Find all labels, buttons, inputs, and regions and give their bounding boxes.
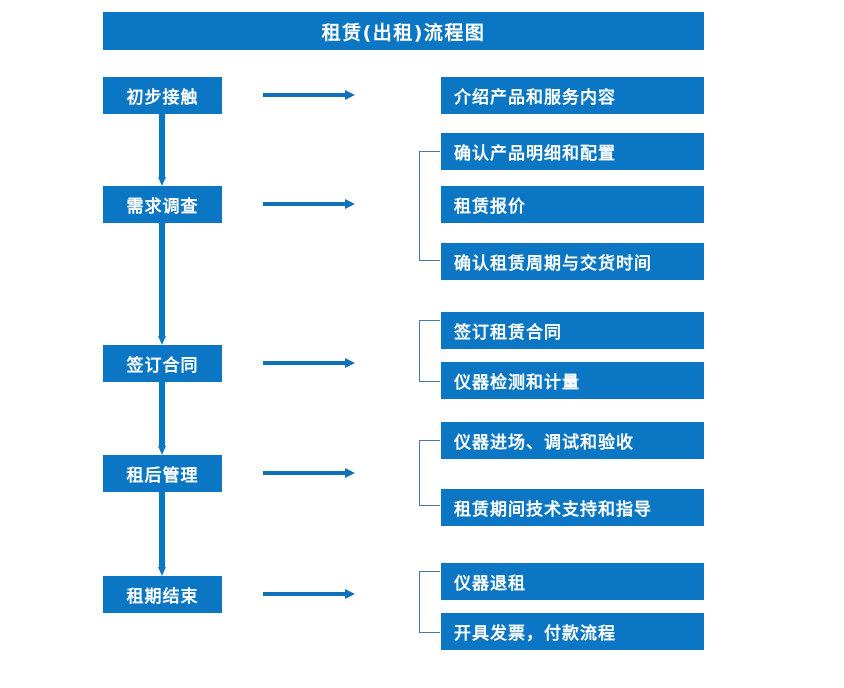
stage-box-requirement-survey[interactable]: 需求调查 bbox=[103, 186, 222, 223]
arrow-shaft bbox=[263, 361, 346, 365]
arrow-stage5-to-details bbox=[263, 589, 355, 599]
arrow-shaft bbox=[159, 492, 165, 567]
arrow-stage1-to-details bbox=[263, 90, 355, 100]
arrow-stage3-to-details bbox=[263, 358, 355, 368]
connector-arrow-stage3-stage4 bbox=[158, 382, 166, 455]
connector-arrow-stage1-stage2 bbox=[158, 114, 166, 186]
detail-box-invoice-payment-process[interactable]: 开具发票，付款流程 bbox=[441, 613, 704, 650]
arrow-head-icon bbox=[158, 446, 166, 455]
arrow-head-icon bbox=[158, 336, 166, 345]
arrow-shaft bbox=[263, 592, 346, 596]
connector-arrow-stage2-stage3 bbox=[158, 223, 166, 345]
detail-box-confirm-rental-period-delivery[interactable]: 确认租赁周期与交货时间 bbox=[441, 243, 704, 280]
arrow-head-icon bbox=[158, 177, 166, 186]
arrow-stage4-to-details bbox=[263, 468, 355, 478]
detail-box-instrument-return[interactable]: 仪器退租 bbox=[441, 563, 704, 600]
connector-arrow-stage4-stage5 bbox=[158, 492, 166, 576]
stage-box-initial-contact[interactable]: 初步接触 bbox=[103, 77, 222, 114]
arrow-shaft bbox=[263, 93, 346, 97]
arrow-head-icon bbox=[345, 589, 355, 599]
arrow-head-icon bbox=[345, 90, 355, 100]
detail-box-confirm-product-details-config[interactable]: 确认产品明细和配置 bbox=[441, 133, 704, 170]
detail-box-rental-quotation[interactable]: 租赁报价 bbox=[441, 186, 704, 223]
stage-box-post-rental-management[interactable]: 租后管理 bbox=[103, 455, 222, 492]
arrow-head-icon bbox=[345, 358, 355, 368]
arrow-head-icon bbox=[158, 567, 166, 576]
arrow-shaft bbox=[263, 202, 346, 206]
arrow-shaft bbox=[159, 223, 165, 336]
detail-box-instrument-entry-debug-acceptance[interactable]: 仪器进场、调试和验收 bbox=[441, 422, 704, 459]
arrow-stage2-to-details bbox=[263, 199, 355, 209]
arrow-shaft bbox=[159, 382, 165, 446]
diagram-title: 租赁(出租)流程图 bbox=[103, 12, 704, 50]
group-bracket-requirement-survey bbox=[419, 151, 440, 261]
stage-box-rental-end[interactable]: 租期结束 bbox=[103, 576, 222, 613]
group-bracket-sign-contract bbox=[419, 320, 440, 382]
detail-box-technical-support-during-rental[interactable]: 租赁期间技术支持和指导 bbox=[441, 489, 704, 526]
arrow-shaft bbox=[159, 114, 165, 177]
group-bracket-rental-end bbox=[419, 571, 440, 633]
stage-box-sign-contract[interactable]: 签订合同 bbox=[103, 345, 222, 382]
detail-box-sign-rental-contract[interactable]: 签订租赁合同 bbox=[441, 312, 704, 349]
detail-box-introduce-products-services[interactable]: 介绍产品和服务内容 bbox=[441, 77, 704, 114]
arrow-head-icon bbox=[345, 468, 355, 478]
detail-box-instrument-testing-metering[interactable]: 仪器检测和计量 bbox=[441, 362, 704, 399]
group-bracket-post-rental-management bbox=[419, 440, 440, 506]
arrow-shaft bbox=[263, 471, 346, 475]
arrow-head-icon bbox=[345, 199, 355, 209]
